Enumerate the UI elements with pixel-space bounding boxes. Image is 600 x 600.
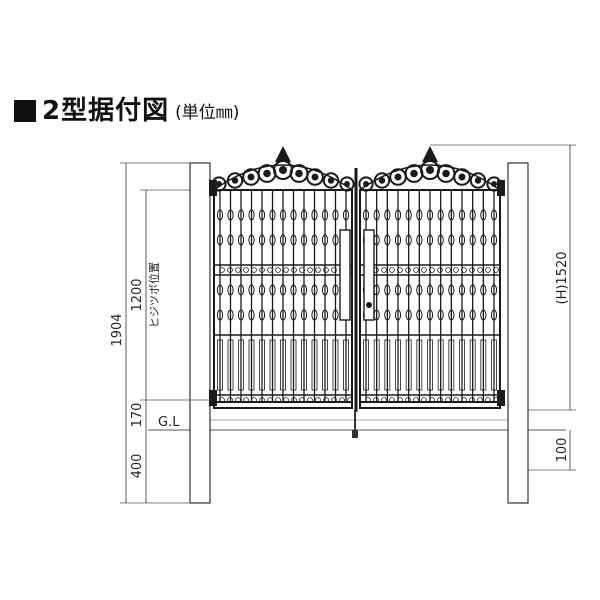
hinge-position-label: ヒジツボ位置 <box>147 262 161 328</box>
right-embed-label: 100 <box>555 438 570 463</box>
title-unit: (単位㎜) <box>175 103 240 123</box>
drop-rod <box>352 410 358 438</box>
ground-line <box>148 419 566 431</box>
dimension-gate-height: (H)1520 <box>430 144 576 411</box>
title-square-icon <box>14 100 36 122</box>
left-post <box>189 162 211 504</box>
gate-height-label: (H)1520 <box>555 251 570 304</box>
dimension-total-height: 1904 <box>110 162 190 504</box>
latch-body <box>339 229 351 321</box>
title-main: 2型据付図 <box>42 96 170 126</box>
keyhole-icon <box>366 302 372 308</box>
dimension-right-embed: 100 <box>528 430 576 471</box>
total-height-label: 1904 <box>110 313 125 346</box>
right-hinge-icon <box>497 180 505 196</box>
dimension-ground-gap: 170 G.L <box>130 400 180 430</box>
left-gate-leaf-crown <box>275 146 291 162</box>
ground-level-label: G.L <box>158 415 180 430</box>
right-gate-leaf-crown <box>422 146 438 162</box>
diagram-title: 2型据付図 (単位㎜) <box>14 92 239 126</box>
gate-double-leaf <box>209 146 505 412</box>
left-hinge-icon <box>209 180 217 196</box>
ground-gap-label: 170 <box>130 403 145 428</box>
latch-receiver <box>363 229 375 321</box>
dimension-embed-depth: 400 <box>130 430 147 503</box>
dimension-hinge-position: 1200 ヒジツボ位置 <box>130 189 212 401</box>
left-hinge-icon <box>209 390 217 406</box>
right-hinge-icon <box>497 390 505 406</box>
embed-depth-label: 400 <box>130 454 145 479</box>
right-post <box>507 162 529 504</box>
hinge-position-value: 1200 <box>130 278 145 311</box>
